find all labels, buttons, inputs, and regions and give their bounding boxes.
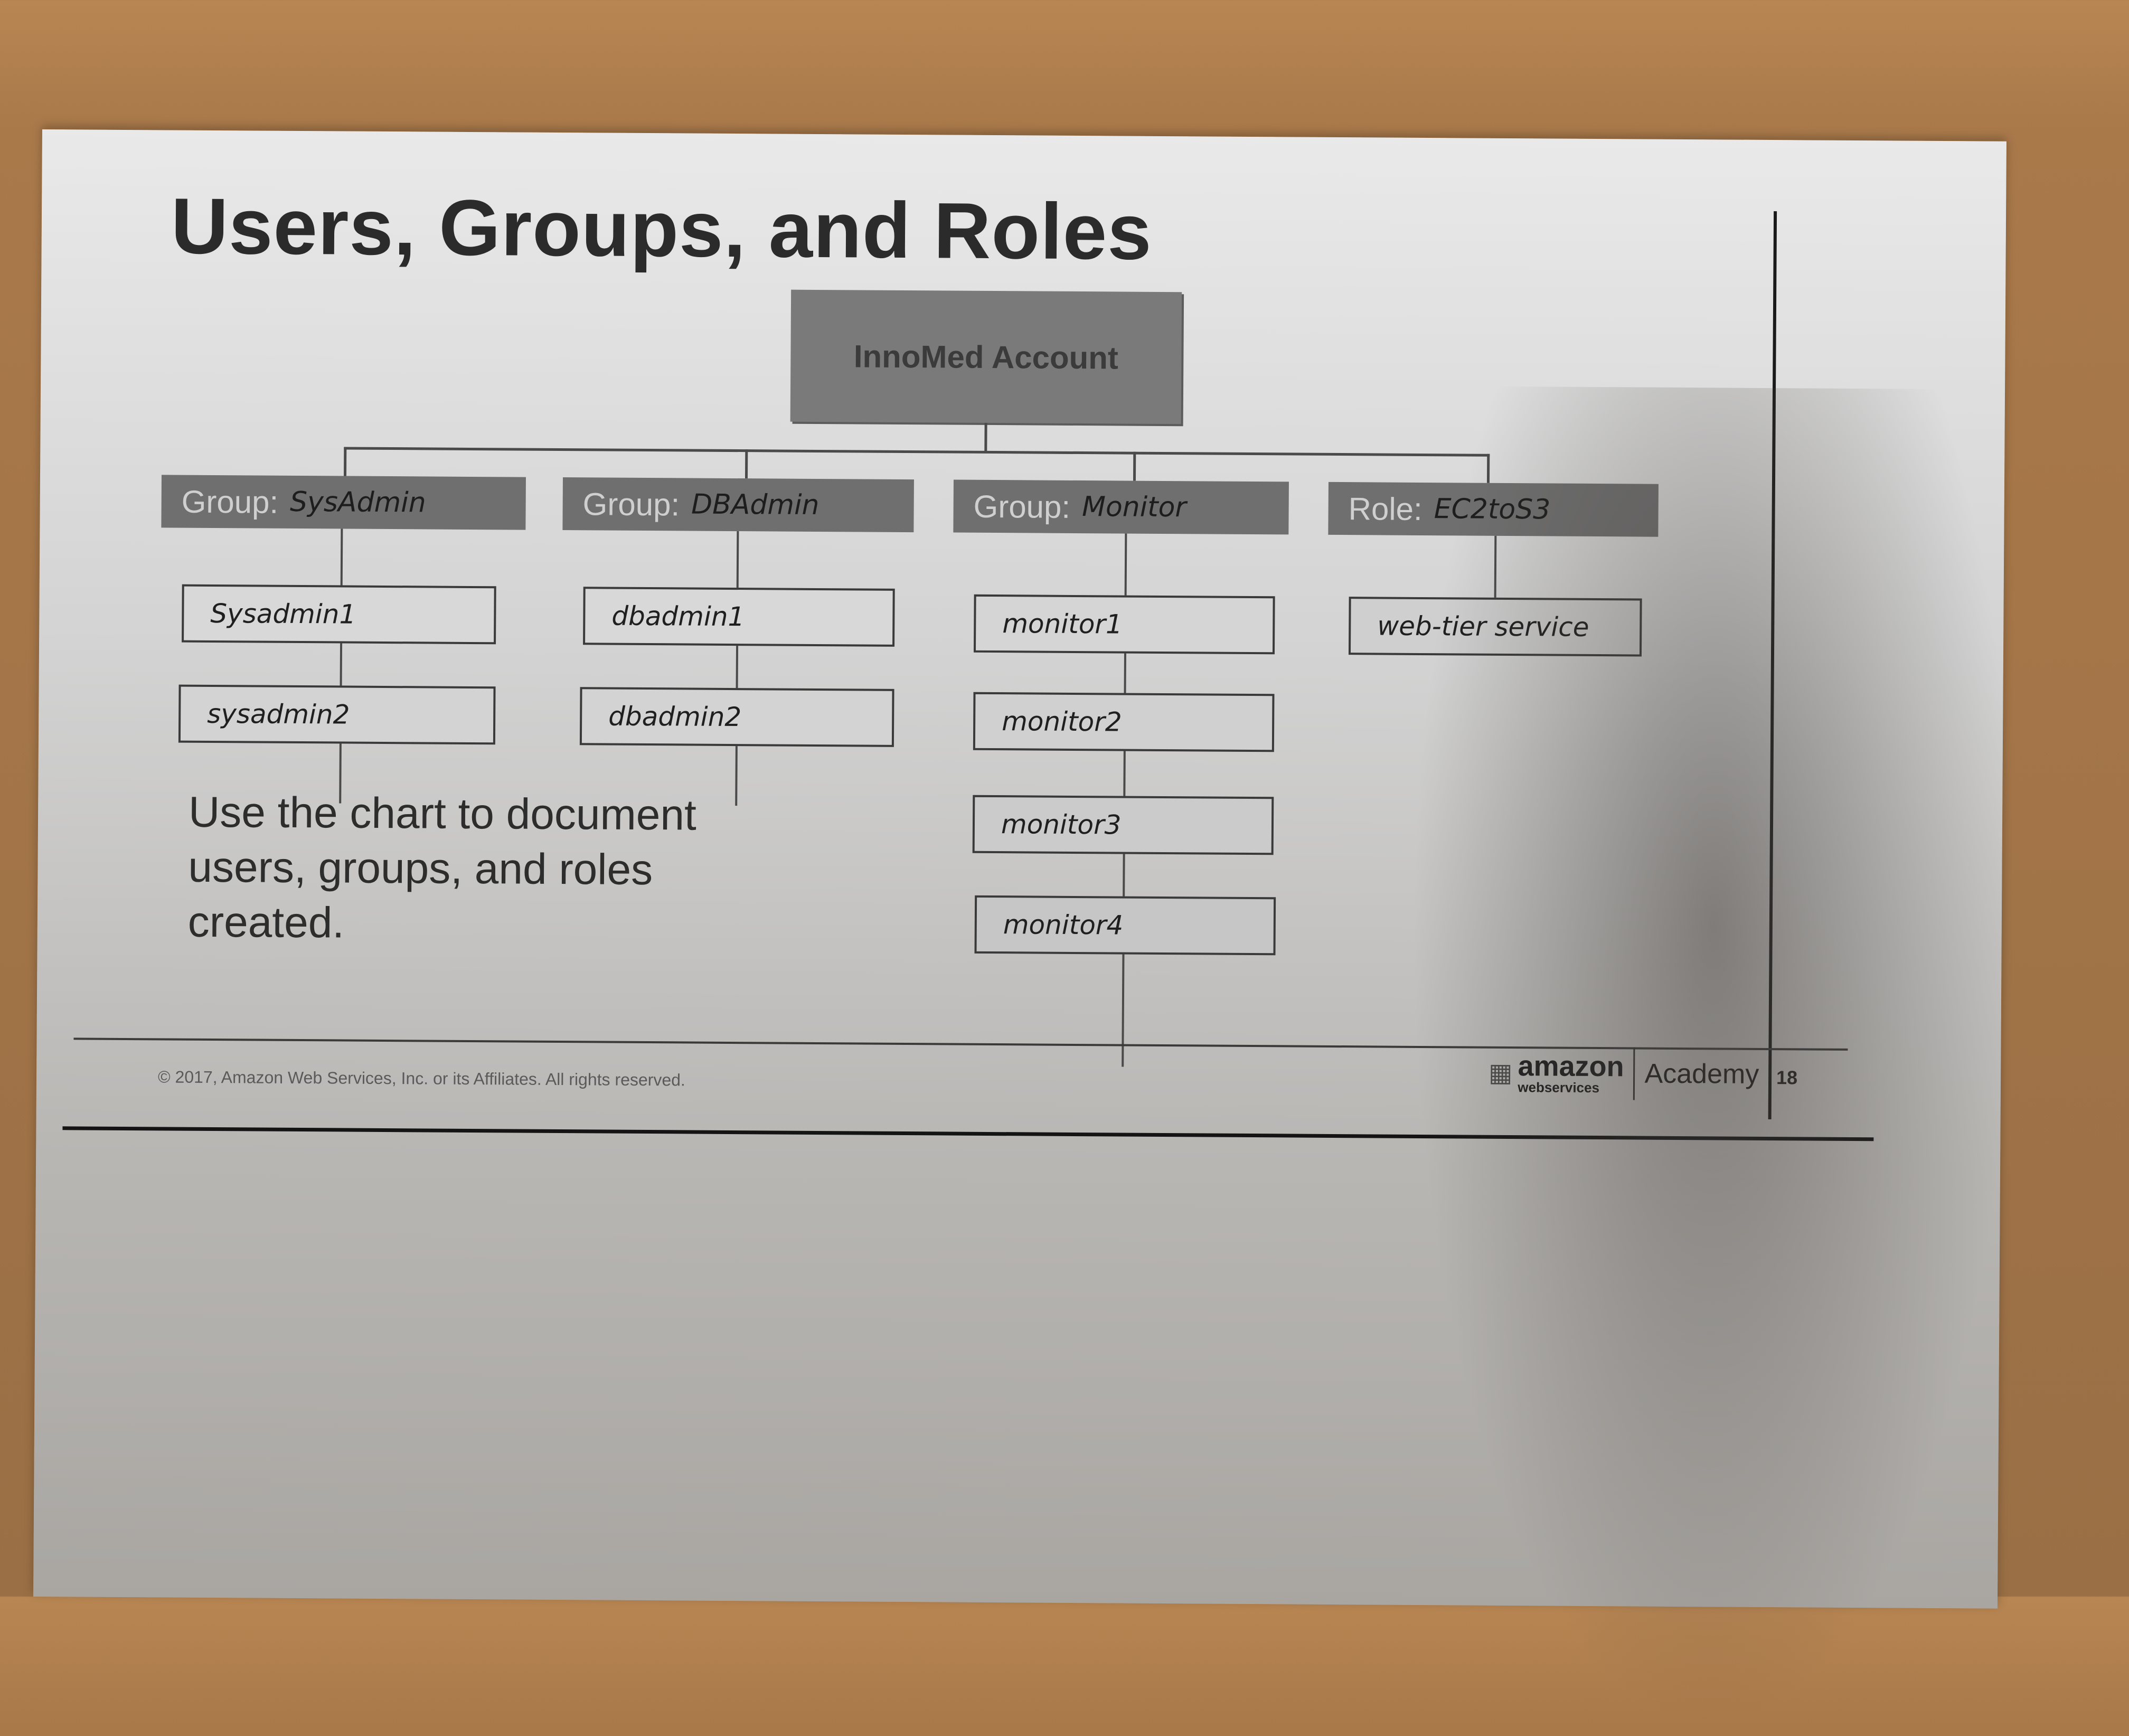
logo-line1: amazon: [1518, 1050, 1624, 1083]
paper-sheet: Users, Groups, and Roles InnoMed Account…: [33, 129, 2021, 1736]
copyright-text: © 2017, Amazon Web Services, Inc. or its…: [157, 1067, 685, 1090]
group-dbadmin-header: Group: DBAdmin: [562, 477, 914, 533]
member-box: monitor4: [974, 895, 1276, 956]
group-prefix: Group:: [181, 484, 279, 520]
connector-sysadmin-members: [339, 529, 343, 804]
connector-group-4: [1486, 454, 1490, 483]
member-box: monitor3: [972, 795, 1274, 855]
group-sysadmin-header: Group: SysAdmin: [161, 475, 526, 530]
group-monitor-header: Group: Monitor: [953, 479, 1289, 535]
slide-border-bottom: [62, 1126, 1874, 1141]
connector-group-3: [1133, 451, 1136, 481]
account-box: InnoMed Account: [790, 289, 1182, 424]
slide-border-right: [1768, 211, 1777, 1120]
instructions-text: Use the chart to document users, groups,…: [187, 788, 697, 947]
member-box: monitor2: [973, 692, 1275, 752]
logo-product: Academy: [1644, 1058, 1759, 1090]
logo-separator: [1633, 1047, 1635, 1100]
connector-dbadmin-members: [735, 531, 739, 806]
connector-group-2: [745, 449, 748, 479]
connector-account-down: [984, 422, 987, 452]
connector-group-1: [344, 447, 347, 476]
aws-academy-logo: ▦ amazon webservices Academy: [1489, 1036, 1759, 1111]
aws-cubes-icon: ▦: [1488, 1059, 1513, 1088]
connector-role-members: [1494, 535, 1497, 599]
member-box: dbadmin2: [579, 687, 894, 747]
member-box: monitor1: [973, 594, 1275, 655]
group-name: SysAdmin: [289, 486, 426, 519]
logo-line2: webservices: [1518, 1079, 1600, 1096]
member-box: sysadmin2: [178, 684, 496, 745]
group-prefix: Group:: [973, 488, 1071, 525]
role-name: EC2toS3: [1434, 493, 1551, 526]
printed-slide: Users, Groups, and Roles InnoMed Account…: [62, 129, 1874, 1159]
group-prefix: Group:: [582, 486, 680, 522]
role-prefix: Role:: [1348, 490, 1423, 527]
member-box: dbadmin1: [583, 587, 895, 647]
group-name: DBAdmin: [691, 488, 819, 522]
member-box: web-tier service: [1348, 597, 1642, 657]
page-number: 18: [1776, 1067, 1798, 1089]
role-ec2tos3-header: Role: EC2toS3: [1328, 482, 1659, 537]
group-name: Monitor: [1081, 491, 1186, 524]
slide-title: Users, Groups, and Roles: [171, 181, 1153, 276]
connector-horizontal: [344, 447, 1490, 457]
aws-wordmark: amazon webservices: [1518, 1050, 1624, 1096]
member-box: Sysadmin1: [182, 584, 496, 645]
